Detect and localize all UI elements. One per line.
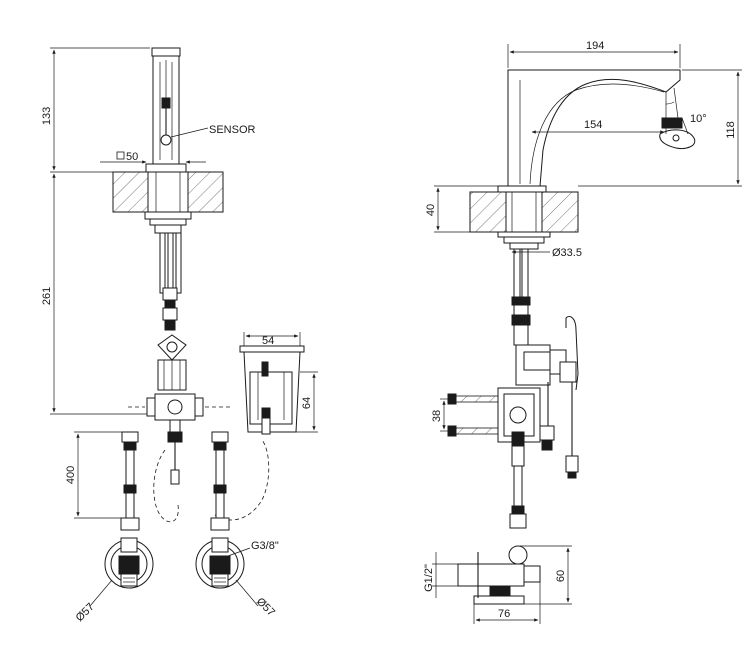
dim-38: 38: [431, 410, 443, 422]
dia-57-right: Ø57: [254, 596, 277, 619]
hose-loop-right: [205, 406, 270, 521]
angle-valve-side: [457, 545, 541, 605]
mounting-screws-side: [447, 393, 499, 437]
angle-valve-right: [195, 537, 245, 589]
dim-54: 54: [262, 335, 274, 347]
thread-g38-label: G3/8": [251, 540, 279, 552]
control-box-front: [239, 345, 305, 435]
angle-10: 10°: [690, 113, 707, 125]
dim-400: 400: [65, 466, 77, 484]
dim-40: 40: [425, 204, 437, 216]
dim-154: 154: [584, 119, 602, 131]
thread-g12-label: G1/2": [423, 564, 435, 592]
sensor-label: SENSOR: [209, 124, 256, 136]
dim-261: 261: [41, 287, 53, 305]
dim-76: 76: [498, 608, 510, 620]
dim-133: 133: [41, 107, 53, 125]
solenoid-side: [515, 316, 579, 479]
flex-hose-left: [120, 431, 140, 531]
sensor-eye: [160, 134, 172, 146]
valve-bracket-side: [497, 387, 541, 447]
faucet-body-front: [145, 47, 187, 173]
tee-fitting-front: [146, 393, 204, 485]
front-view: 133 261 400 50 SENSOR 54 64 G3/8" Ø57: [41, 47, 318, 624]
side-view: 194 154 10° 118 40 Ø33.5 38 G1/2": [423, 40, 742, 624]
angle-valve-left: [104, 537, 154, 589]
dim-118: 118: [725, 121, 737, 139]
dim-194: 194: [586, 40, 604, 52]
dia-57-left: Ø57: [74, 601, 97, 624]
dim-64: 64: [301, 397, 313, 409]
dia-33-5: Ø33.5: [552, 247, 582, 259]
hoses-front: [157, 232, 187, 391]
hose-loop-left: [128, 406, 179, 523]
dim-60: 60: [555, 570, 567, 582]
square-50-label: 50: [126, 151, 138, 163]
flex-hose-right: [210, 431, 230, 531]
spout-side: [507, 69, 681, 187]
